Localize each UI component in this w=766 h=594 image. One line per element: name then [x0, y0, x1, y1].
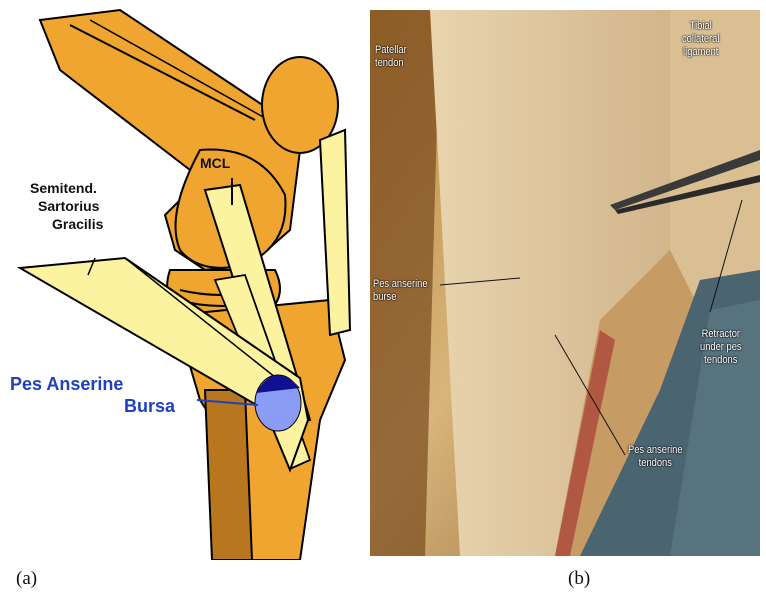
- bursa-label-line1: Pes Anserine: [10, 374, 123, 395]
- bursa-label-line2: Bursa: [124, 396, 175, 417]
- knee-illustration: [0, 0, 362, 560]
- gracilis-label: Gracilis: [52, 216, 103, 232]
- knee-diagram: MCL Semitend. Sartorius Gracilis Pes Ans…: [0, 0, 362, 560]
- pes-anserine-tendons-label: Pes anserine tendons: [628, 444, 683, 470]
- mcl-label: MCL: [200, 155, 230, 171]
- sartorius-label: Sartorius: [38, 198, 99, 214]
- retractor-label: Retractor under pes tendons: [700, 328, 742, 367]
- pes-anserine-bursa-label: Pes anserine burse: [373, 278, 428, 304]
- caption-a: (a): [16, 568, 37, 590]
- patellar-tendon-label: Patellar tendon: [375, 44, 407, 70]
- dissection-photo: Patellar tendon Tibial collateral ligame…: [370, 10, 760, 556]
- tibial-collateral-label: Tibial collateral ligament: [682, 20, 719, 59]
- semitend-label: Semitend.: [30, 180, 97, 196]
- fibula: [205, 390, 252, 560]
- photo-illustration: [370, 10, 760, 556]
- caption-b: (b): [568, 568, 590, 590]
